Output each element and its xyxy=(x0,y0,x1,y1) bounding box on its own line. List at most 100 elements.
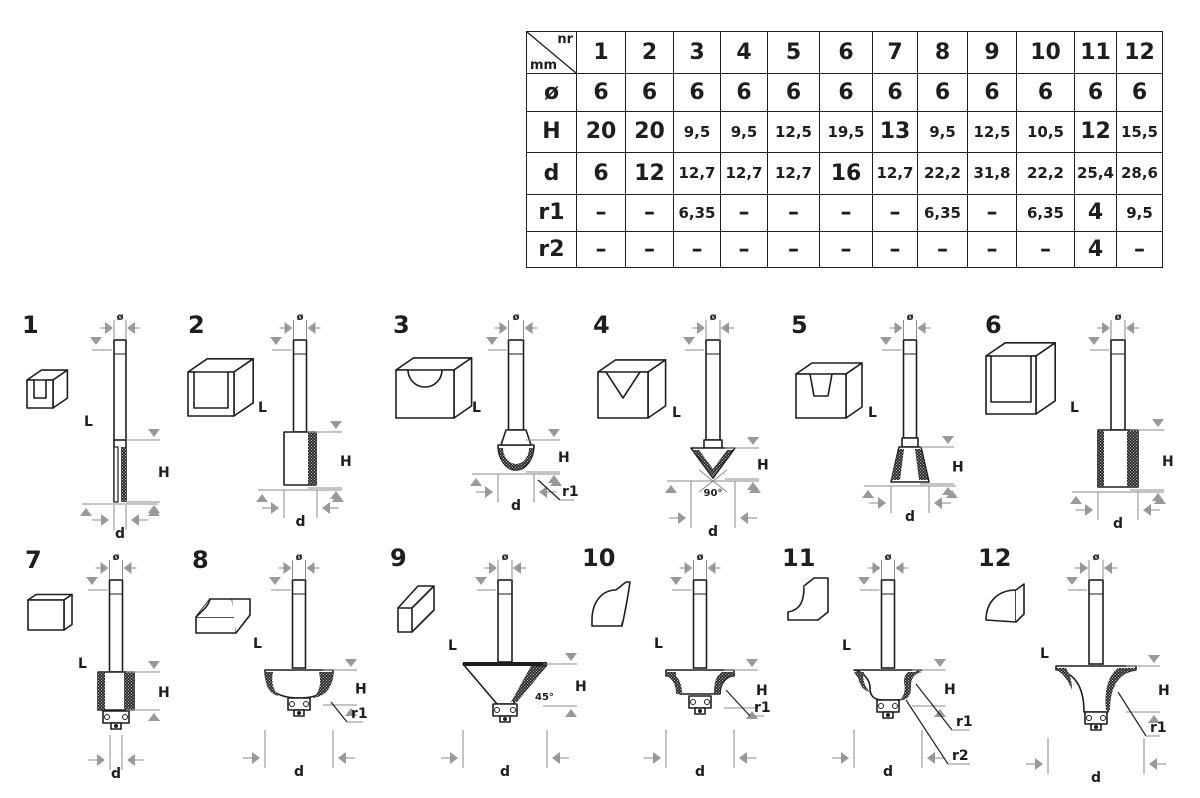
shank xyxy=(705,339,721,441)
shank-diameter-label: ø xyxy=(113,552,120,563)
cut-diameter-label: d xyxy=(500,764,510,780)
figure-number: 11 xyxy=(782,544,815,572)
table-cell: 20 xyxy=(625,111,674,153)
table-cell: 6,35 xyxy=(1016,194,1075,232)
carbide-cutter xyxy=(499,448,533,470)
figure-number: 7 xyxy=(25,546,42,574)
table-cell: – xyxy=(819,231,873,268)
shank-diameter-label: ø xyxy=(117,312,124,323)
cut-diameter-label: d xyxy=(905,509,915,525)
cut-diameter-label: d xyxy=(695,764,705,780)
carbide-cutter xyxy=(714,672,734,694)
table-cell: 12 xyxy=(1074,111,1117,153)
shank-diameter-label: ø xyxy=(1093,552,1100,563)
height-label: H xyxy=(158,465,170,481)
cut-diameter-label: d xyxy=(708,524,718,540)
figure-number: 2 xyxy=(188,311,205,339)
radius2-label: r2 xyxy=(952,748,969,764)
shank xyxy=(692,579,708,669)
figure-number: 9 xyxy=(390,544,407,572)
length-label: L xyxy=(868,405,877,421)
table-row-r2: r2––––––––––4– xyxy=(526,231,1163,268)
table-cell: 12 xyxy=(625,152,674,195)
shank-diameter-label: ø xyxy=(907,312,914,323)
carbide-cutter xyxy=(511,666,547,702)
carbide-cutter xyxy=(693,450,733,476)
table-cell: – xyxy=(576,194,626,232)
cut-diameter-label: d xyxy=(294,764,304,780)
shank-diameter-label: ø xyxy=(502,552,509,563)
profile-block xyxy=(985,589,1017,623)
shank xyxy=(291,579,307,669)
cut-diameter-label: d xyxy=(115,526,125,542)
table-cell: 6 xyxy=(673,73,721,112)
radius1-label: r1 xyxy=(562,484,579,500)
shank xyxy=(902,339,918,439)
figure-2: 2 øL Hd xyxy=(187,311,352,530)
shank-diameter-label: ø xyxy=(1115,312,1122,323)
figure-number: 1 xyxy=(22,311,39,339)
height-label: H xyxy=(756,683,768,699)
table-cell: 4 xyxy=(1074,231,1117,268)
shank-diameter-label: ø xyxy=(710,312,717,323)
table-cell: 6 xyxy=(967,73,1017,112)
table-cell: 9,5 xyxy=(1116,194,1163,232)
row-label: r1 xyxy=(526,194,577,232)
length-label: L xyxy=(448,638,457,654)
radius1-label: r1 xyxy=(1150,720,1167,736)
length-label: L xyxy=(253,636,262,652)
table-cell: 10,5 xyxy=(1016,111,1075,153)
figure-number: 3 xyxy=(393,311,410,339)
angle-label: 90° xyxy=(704,488,723,499)
figure-number: 5 xyxy=(791,311,808,339)
shank-diameter-label: ø xyxy=(513,312,520,323)
table-cell: 20 xyxy=(576,111,626,153)
table-cell: – xyxy=(967,231,1017,268)
height-label: H xyxy=(575,679,587,695)
table-cell: 12,7 xyxy=(673,152,721,195)
table-cell: 28,6 xyxy=(1116,152,1163,195)
table-cell: 12,7 xyxy=(872,152,918,195)
table-cell: 9,5 xyxy=(720,111,768,153)
shank xyxy=(113,339,127,441)
cut-diameter-label: d xyxy=(111,766,121,782)
height-label: H xyxy=(340,454,352,470)
carbide-cutter xyxy=(124,672,134,710)
cut-diameter-label: d xyxy=(295,514,305,530)
length-label: L xyxy=(1070,400,1079,416)
height-label: H xyxy=(1162,454,1174,470)
carbide-cutter xyxy=(1127,430,1138,487)
column-header-9: 9 xyxy=(967,31,1017,74)
column-header-10: 10 xyxy=(1016,31,1075,74)
column-header-3: 3 xyxy=(673,31,721,74)
table-cell: 31,8 xyxy=(967,152,1017,195)
table-cell: 4 xyxy=(1074,194,1117,232)
table-cell: – xyxy=(576,231,626,268)
carbide-cutter xyxy=(308,432,317,485)
shank-diameter-label: ø xyxy=(297,312,304,323)
column-header-12: 12 xyxy=(1116,31,1163,74)
cut-diameter-label: d xyxy=(1091,770,1101,786)
length-label: L xyxy=(258,400,267,416)
length-label: L xyxy=(472,400,481,416)
height-label: H xyxy=(944,682,956,698)
table-cell: – xyxy=(1116,231,1163,268)
row-label: H xyxy=(526,111,577,153)
carbide-cutter xyxy=(1105,668,1136,710)
length-label: L xyxy=(78,656,87,672)
table-cell: – xyxy=(872,194,918,232)
table-cell: 6 xyxy=(819,73,873,112)
